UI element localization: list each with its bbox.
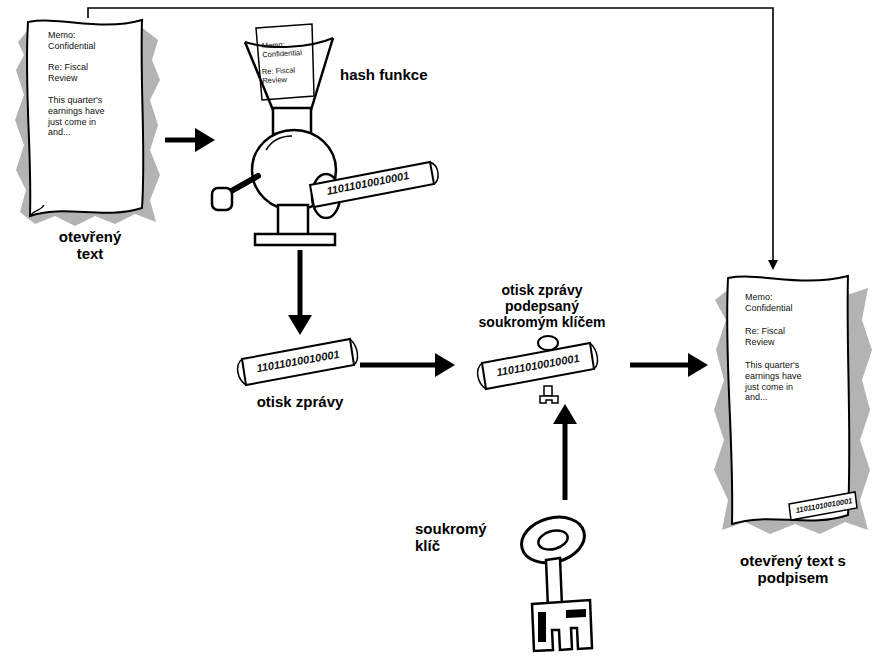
arrow-connector <box>630 353 708 377</box>
signed-digest-strip <box>478 336 598 403</box>
arrow-line <box>88 8 773 260</box>
document-text: Memo: Confidential <box>262 39 309 59</box>
arrow-connector <box>165 128 215 152</box>
digest-digits: 11011010010001 <box>250 347 347 377</box>
arrow-head <box>553 404 577 424</box>
document-text: Re: Fiscal Review <box>745 326 800 348</box>
key-illustration <box>516 510 592 651</box>
digest-strip <box>238 339 358 385</box>
document-text: This quarter's earnings have just come i… <box>48 95 120 138</box>
node-caption: otisk zprávy <box>245 393 355 410</box>
signed-document-illustration <box>714 276 872 534</box>
document-illustration <box>15 20 160 226</box>
node-caption: otevřený text <box>50 228 130 263</box>
arrow-line <box>165 138 195 143</box>
arrow-line <box>360 363 435 368</box>
illustrated-node: otevřený text s podpisem <box>708 270 876 622</box>
illustrated-node: otisk zprávy <box>240 335 360 417</box>
arrow-line <box>630 363 688 368</box>
document-text: Memo: Confidential <box>48 30 108 52</box>
arrow-head <box>288 315 312 335</box>
illustrated-node: soukromý klíč <box>410 500 600 656</box>
arrow-head <box>688 353 708 377</box>
arrow-connector <box>88 8 778 270</box>
digest-digits: 11011010010001 <box>795 496 854 515</box>
node-caption: otisk zprávy podepsaný soukromým klíčem <box>467 282 617 330</box>
arrow-head <box>435 353 455 377</box>
document-text: Memo: Confidential <box>745 292 805 314</box>
arrow-connector <box>360 353 455 377</box>
illustrated-node: otisk zprávy podepsaný soukromým klíčem <box>455 280 630 404</box>
arrow-connector <box>288 250 312 335</box>
digest-digits: 11011010010001 <box>490 351 587 381</box>
document-text: Re: Fiscal Review <box>48 62 103 84</box>
arrow-connector <box>553 404 577 500</box>
node-caption: otevřený text s podpisem <box>740 552 846 587</box>
illustrated-node: otevřený text <box>15 18 165 270</box>
arrow-line <box>298 250 303 315</box>
document-text: Re: Fiscal Review <box>262 65 309 85</box>
arrow-head <box>195 128 215 152</box>
arrow-line <box>563 424 568 500</box>
document-text: This quarter's earnings have just come i… <box>745 360 817 403</box>
illustrated-node: hash funkce <box>215 38 444 250</box>
node-caption: hash funkce <box>340 66 440 83</box>
node-caption: soukromý klíč <box>415 520 499 555</box>
digest-digits: 11011010010001 <box>318 168 419 200</box>
grinder-illustration <box>212 24 438 245</box>
arrow-head <box>768 260 778 270</box>
